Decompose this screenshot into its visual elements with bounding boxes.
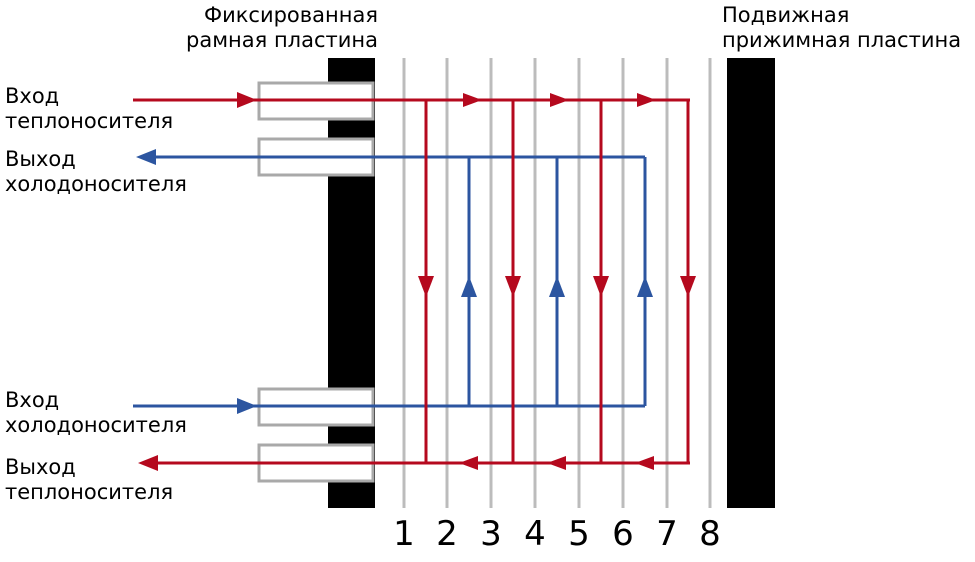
plate-number-5: 5 bbox=[568, 514, 590, 554]
hot-flow-arrow-3 bbox=[637, 93, 656, 107]
cold-outlet-label: Выход холодоносителя bbox=[5, 147, 187, 197]
hot-inlet-label-line-1: Вход bbox=[5, 84, 60, 108]
cold-outlet-label-line-2: холодоносителя bbox=[5, 172, 187, 196]
hot-outlet-label-line-1: Выход bbox=[5, 455, 76, 479]
fixed-plate-label-line-2: рамная пластина bbox=[186, 28, 378, 52]
hot-arrows bbox=[138, 92, 696, 471]
fixed-frame-plate bbox=[328, 58, 375, 508]
fixed-plate-label: Фиксированная рамная пластина bbox=[186, 3, 378, 53]
cold-outlet-arrow bbox=[136, 149, 156, 165]
hot-down-arrow-2 bbox=[505, 276, 521, 297]
hot-return-arrow-3 bbox=[635, 456, 654, 470]
movable-plate-label-line-1: Подвижная bbox=[722, 3, 850, 27]
fixed-plate-label-line-1: Фиксированная bbox=[204, 3, 378, 27]
cold-inlet-label: Вход холодоносителя bbox=[5, 388, 187, 438]
plate-number-6: 6 bbox=[612, 514, 634, 554]
hot-inlet-label: Вход теплоносителя bbox=[5, 84, 173, 134]
thin-plates bbox=[402, 58, 712, 508]
movable-plate-label-line-2: прижимная пластина bbox=[722, 28, 962, 52]
hot-down-arrow-1 bbox=[418, 276, 434, 297]
hot-outlet-arrow bbox=[138, 455, 158, 471]
cold-up-arrow-2 bbox=[549, 276, 565, 297]
movable-pressure-plate bbox=[727, 58, 775, 508]
movable-plate-label: Подвижная прижимная пластина bbox=[722, 3, 961, 53]
hot-return-arrow-1 bbox=[459, 456, 478, 470]
hot-down-arrow-4 bbox=[680, 276, 696, 297]
plate-number-3: 3 bbox=[480, 514, 502, 554]
plate-number-8: 8 bbox=[699, 514, 721, 554]
hot-return-arrow-2 bbox=[547, 456, 566, 470]
cold-outlet-label-line-1: Выход bbox=[5, 147, 76, 171]
plate-number-4: 4 bbox=[524, 514, 546, 554]
cold-arrows bbox=[136, 149, 653, 414]
plate-number-1: 1 bbox=[393, 514, 415, 554]
hot-down-arrow-3 bbox=[593, 276, 609, 297]
cold-inlet-label-line-2: холодоносителя bbox=[5, 413, 187, 437]
cold-circuit bbox=[133, 155, 647, 408]
hot-outlet-label: Выход теплоносителя bbox=[5, 455, 173, 505]
plate-number-7: 7 bbox=[656, 514, 678, 554]
hot-outlet-label-line-2: теплоносителя bbox=[5, 480, 174, 504]
cold-inlet-label-line-1: Вход bbox=[5, 388, 60, 412]
cold-up-arrow-3 bbox=[637, 276, 653, 297]
hot-flow-arrow-1 bbox=[463, 93, 482, 107]
plate-number-2: 2 bbox=[436, 514, 458, 554]
hot-flow-arrow-2 bbox=[550, 93, 569, 107]
hot-inlet-arrow bbox=[237, 92, 257, 108]
cold-inlet-arrow bbox=[237, 398, 257, 414]
cold-up-arrow-1 bbox=[461, 276, 477, 297]
hot-inlet-label-line-2: теплоносителя bbox=[5, 109, 174, 133]
